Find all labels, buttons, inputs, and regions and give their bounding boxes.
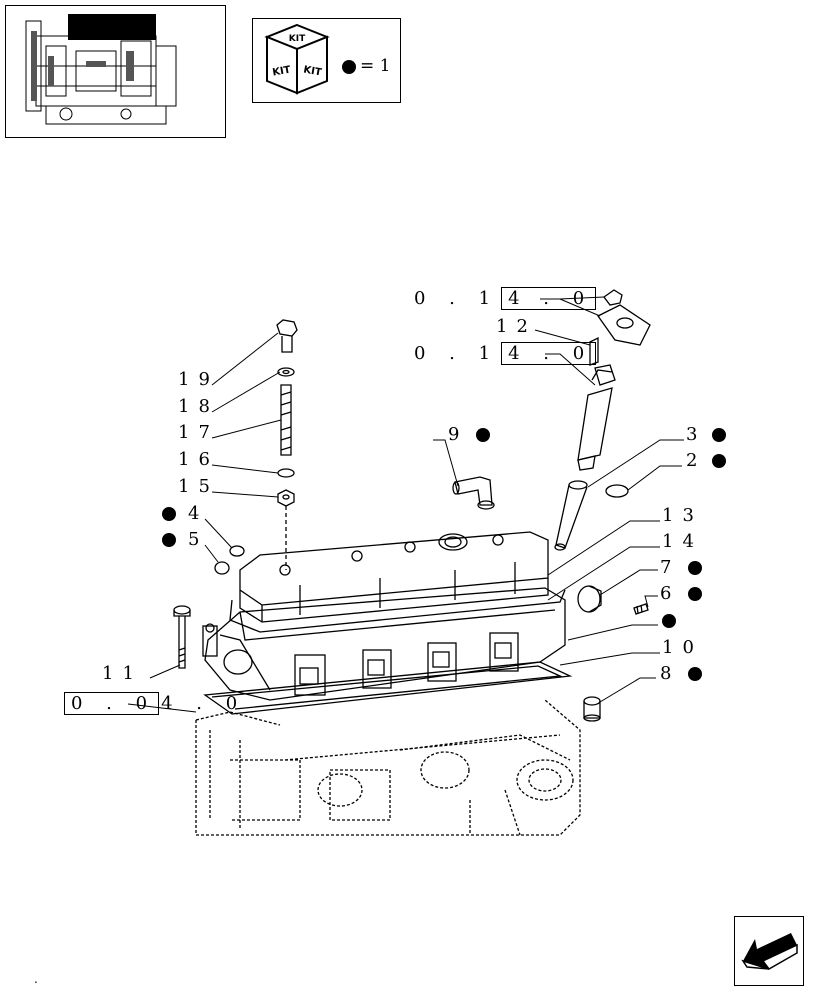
- kit-cube-icon: KIT KIT KIT: [264, 23, 330, 95]
- kit-face-label-top: KIT: [289, 34, 306, 44]
- kit-face-label-right: KIT: [302, 65, 322, 79]
- plug-4: [229, 545, 245, 557]
- injector-sleeve: [554, 480, 588, 551]
- o-ring: [605, 484, 629, 498]
- callout-11: 11: [102, 663, 143, 684]
- plug-5: [214, 561, 230, 575]
- callout-3: 3: [686, 424, 707, 445]
- plug-7: [577, 585, 602, 613]
- leader-lines: [127, 296, 684, 713]
- callout-10: 10: [662, 637, 703, 658]
- breather-pipe: [452, 476, 495, 510]
- kit-face-label-left: KIT: [272, 65, 292, 79]
- kit-dot-4: [162, 507, 176, 521]
- callout-8: 8: [660, 663, 681, 684]
- callout-18: 18: [178, 396, 219, 417]
- corner-mark: .: [34, 972, 38, 986]
- ref-top-boxed: 4 . 0: [501, 287, 597, 310]
- kit-dot-8: [688, 667, 702, 681]
- kit-dot-6: [688, 587, 702, 601]
- next-page-nav-button[interactable]: [734, 916, 804, 986]
- ref-bottom-boxed: 0 . 0: [64, 692, 160, 715]
- callout-16: 16: [178, 449, 219, 470]
- kit-dot-2: [712, 454, 726, 468]
- engine-thumbnail: [5, 5, 226, 138]
- kit-legend-dot: [342, 60, 356, 74]
- back-arrow-icon: [741, 933, 798, 970]
- injector-assembly: [577, 289, 651, 471]
- callout-17: 17: [178, 422, 219, 443]
- small-screw: [633, 603, 649, 615]
- stud-stack: [276, 319, 298, 570]
- valve-cover: [229, 531, 566, 633]
- callout-15: 15: [178, 476, 219, 497]
- long-bolt: [173, 605, 191, 669]
- ref-mid-prefix: 0 . 1: [414, 343, 500, 364]
- kit-dot-5: [162, 533, 176, 547]
- callout-19: 19: [178, 369, 219, 390]
- callout-13: 13: [662, 505, 703, 526]
- callout-12: 12: [496, 316, 537, 337]
- callout-7: 7: [660, 557, 681, 578]
- kit-dot-9: [476, 428, 490, 442]
- callout-14: 14: [662, 531, 703, 552]
- plug-8: [583, 696, 601, 722]
- callout-6: 6: [660, 583, 681, 604]
- callout-5: 5: [188, 529, 209, 550]
- ref-top-prefix: 0 . 1: [414, 288, 500, 309]
- kit-dot-7: [688, 561, 702, 575]
- kit-dot-unlabeled: [662, 614, 676, 628]
- kit-legend-box: KIT KIT KIT: [252, 18, 401, 103]
- engine-thumbnail-icon: [25, 14, 177, 125]
- kit-legend-equals: = 1: [360, 56, 391, 76]
- kit-dot-3: [712, 428, 726, 442]
- engine-block-outline: [195, 699, 581, 836]
- callout-9: 9: [448, 424, 469, 445]
- ref-bottom-suffix: 4 . 0: [161, 693, 247, 714]
- callout-2: 2: [686, 450, 707, 471]
- cylinder-head: [202, 587, 566, 701]
- ref-mid-boxed: 4 . 0: [501, 342, 597, 365]
- callout-4: 4: [188, 503, 209, 524]
